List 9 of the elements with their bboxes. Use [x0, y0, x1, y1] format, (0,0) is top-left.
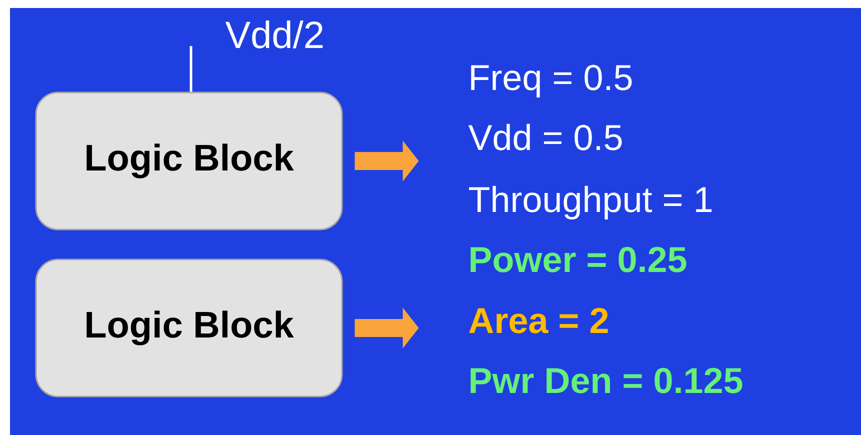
- supply-label: Vdd/2: [225, 20, 323, 48]
- metric-text: Pwr Den = 0.125: [470, 368, 742, 394]
- metric-text: Freq = 0.5: [471, 64, 632, 98]
- metric-text: Power = 0.25: [470, 246, 686, 272]
- logic-block-box: Logic Block: [35, 258, 343, 398]
- metric-text: Vdd = 0.5: [468, 124, 622, 150]
- logic-block-box: Logic Block: [35, 92, 343, 230]
- metric-text: Area = 2: [469, 308, 608, 334]
- metric-text: Throughput = 1: [469, 186, 712, 220]
